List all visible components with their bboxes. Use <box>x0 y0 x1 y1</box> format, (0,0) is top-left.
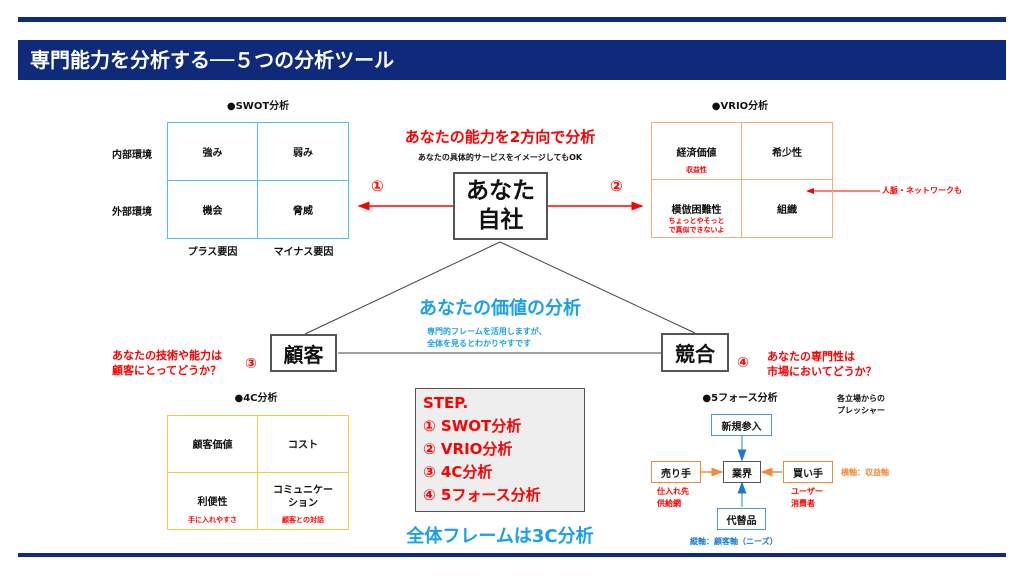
top-rule <box>18 17 1006 22</box>
fourc-convenience: 利便性手に入れやすさ <box>168 472 258 529</box>
seller-box: 売り手 <box>651 461 701 483</box>
competitor-q-line2: 市場においてどうか？ <box>767 365 877 378</box>
buyer-note: ユーザー 消費者 <box>791 486 823 510</box>
vrio-rarity: 希少性 <box>742 123 832 180</box>
fourc-grid: 顧客価値 コスト 利便性手に入れやすさ コミュニケーション顧客との対話 <box>167 415 349 530</box>
seller-note: 仕入れ先 供給網 <box>657 486 689 510</box>
swot-col-minus: マイナス要因 <box>273 247 334 258</box>
fourc-cost: コスト <box>258 416 348 473</box>
you-company-box: あなた 自社 <box>453 172 548 240</box>
fourc-customer-value: 顧客価値 <box>168 416 258 473</box>
seller-note-line1: 仕入れ先 <box>657 487 689 496</box>
step-title: STEP. <box>423 394 469 412</box>
step-2-marker: ② <box>610 177 623 195</box>
swot-weaknesses: 弱み <box>258 123 348 181</box>
competitor-box: 競合 <box>661 333 729 372</box>
substitute-box: 代替品 <box>717 508 766 530</box>
swot-col-plus: プラス要因 <box>187 247 238 258</box>
step-4-marker: ④ <box>737 355 749 371</box>
pressure-line2: プレッシャー <box>837 406 885 415</box>
competitor-question: あなたの専門性は 市場においてどうか？ <box>767 349 877 379</box>
competitor-q-line1: あなたの専門性は <box>767 350 855 363</box>
fourc-communication-label: コミュニケーション <box>273 484 333 509</box>
pressure-note: 各立場からの プレッシャー <box>837 393 885 417</box>
step-1-marker: ① <box>371 177 384 195</box>
step-3-marker: ③ <box>245 356 257 372</box>
vrio-imitability-label: 模倣困難性 <box>671 205 722 216</box>
vrio-value-note: 収益性 <box>686 166 707 174</box>
step-item: ③ 4C分析 <box>423 463 493 481</box>
seller-note-line2: 供給網 <box>657 499 681 508</box>
value-sub: 専門的フレームを活用しますが、 全体を見るとわかりやすです <box>427 326 547 350</box>
fourc-title: ●4C分析 <box>234 393 278 404</box>
customer-question: あなたの技術や能力は 顧客にとってどうか？ <box>112 348 222 378</box>
swot-opportunities: 機会 <box>168 180 258 238</box>
center-heading: あなたの能力を2方向で分析 <box>404 128 596 146</box>
industry-box: 業界 <box>723 461 761 483</box>
center-sub: あなたの具体的サービスをイメージしてもOK <box>417 153 583 162</box>
vrio-organization: 組織 <box>777 205 797 216</box>
vrio-imitability-note: ちょっとやそっとで真似できないよ <box>668 217 725 234</box>
step-item: ① SWOT分析 <box>423 417 522 435</box>
vrio-value: 経済価値収益性 <box>652 123 742 180</box>
vrio-grid: 経済価値収益性 希少性 模倣困難性ちょっとやそっとで真似できないよ 組織 <box>651 122 833 238</box>
fourc-convenience-label: 利便性 <box>197 497 228 509</box>
page-title: 専門能力を分析する──５つの分析ツール <box>18 40 1006 80</box>
vrio-value-label: 経済価値 <box>676 147 717 159</box>
swot-title: ●SWOT分析 <box>226 101 290 112</box>
step-item: ④ 5フォース分析 <box>423 486 541 504</box>
swot-row-internal: 内部環境 <box>112 150 152 161</box>
customer-q-line1: あなたの技術や能力は <box>112 349 222 362</box>
you-label: あなた <box>466 178 535 204</box>
vrio-imitability: 模倣困難性ちょっとやそっとで真似できないよ <box>652 180 742 237</box>
footer-note: 全体フレームは3C分析 <box>406 526 594 547</box>
vertical-axis-note: 縦軸：顧客軸（ニーズ） <box>690 537 778 546</box>
company-label: 自社 <box>477 207 524 233</box>
horizontal-axis-note: 横軸：収益軸 <box>841 468 889 477</box>
fourc-convenience-note: 手に入れやすさ <box>188 516 237 524</box>
swot-strengths: 強み <box>168 123 258 181</box>
customer-q-line2: 顧客にとってどうか？ <box>112 364 222 377</box>
buyer-note-line1: ユーザー <box>791 487 823 496</box>
step-item: ② VRIO分析 <box>423 440 513 458</box>
vrio-side-note: 人脈・ネットワークも <box>882 186 962 195</box>
swot-grid: 強み 弱み 機会 脅威 <box>167 122 349 239</box>
value-heading: あなたの価値の分析 <box>419 298 581 319</box>
bottom-rule <box>18 553 1006 557</box>
fourc-communication: コミュニケーション顧客との対話 <box>258 473 348 530</box>
buyer-box: 買い手 <box>783 461 833 483</box>
buyer-note-line2: 消費者 <box>791 499 815 508</box>
swot-threats: 脅威 <box>293 205 313 217</box>
customer-box: 顧客 <box>270 334 337 372</box>
value-sub-line2: 全体を見るとわかりやすです <box>427 339 532 348</box>
step-box: STEP. ① SWOT分析 ② VRIO分析 ③ 4C分析 ④ 5フォース分析 <box>415 388 585 512</box>
swot-row-external: 外部環境 <box>112 207 152 218</box>
pressure-line1: 各立場からの <box>837 394 885 403</box>
vrio-title: ●VRIO分析 <box>711 101 769 112</box>
value-sub-line1: 専門的フレームを活用しますが、 <box>427 327 547 336</box>
fourc-communication-note: 顧客との対話 <box>282 516 324 524</box>
new-entry-box: 新規参入 <box>711 414 772 436</box>
fiveforces-title: ●5フォース分析 <box>702 393 778 404</box>
